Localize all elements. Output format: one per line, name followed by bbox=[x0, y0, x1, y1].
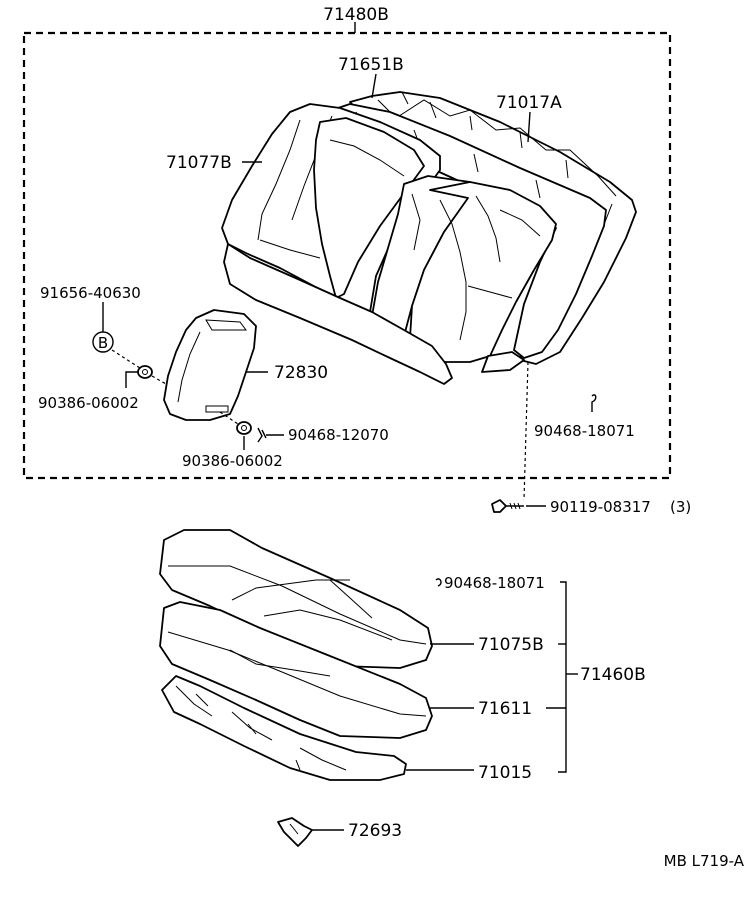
label-clip-back: 90468-18071 bbox=[534, 422, 635, 440]
nut-left-leader bbox=[125, 371, 138, 388]
cushion-cover-part bbox=[159, 529, 433, 669]
label-back-cover: 71077B bbox=[166, 153, 232, 173]
label-back-frame: 71017A bbox=[496, 93, 562, 113]
bolt-part bbox=[491, 499, 524, 513]
label-clip-symbol-code: 91656-40630 bbox=[40, 284, 141, 302]
clip-symbol-text: B bbox=[98, 334, 108, 352]
label-cushion-assembly: 71460B bbox=[580, 665, 646, 685]
label-bolt-qty: (3) bbox=[670, 498, 691, 516]
armrest-to-nut-dash bbox=[219, 411, 239, 425]
label-back-frame-cover: 71651B bbox=[338, 55, 404, 75]
clip-symbol-part: B bbox=[92, 331, 114, 353]
nut-bottom-part bbox=[236, 421, 252, 435]
cushion-pad-part bbox=[159, 601, 433, 739]
cushion-assembly-bracket bbox=[558, 581, 567, 773]
cushion-frame-part bbox=[161, 675, 407, 781]
label-cushion-pad: 71611 bbox=[478, 699, 532, 719]
back-assembly-boundary bbox=[22, 31, 672, 480]
label-hook: 72693 bbox=[348, 821, 402, 841]
label-clip-armrest: 90468-12070 bbox=[288, 426, 389, 444]
clip-cushion-part bbox=[435, 578, 442, 587]
label-clip-cushion: 90468-18071 bbox=[444, 574, 545, 592]
clip-armrest-part bbox=[257, 427, 267, 443]
hook-part bbox=[277, 817, 313, 847]
label-bolt: 90119-08317 bbox=[550, 498, 651, 516]
nut-left-part bbox=[137, 365, 153, 379]
label-cushion-cover: 71075B bbox=[478, 635, 544, 655]
label-armrest: 72830 bbox=[274, 363, 328, 383]
bolt-dash-line bbox=[523, 361, 529, 501]
label-nut-left: 90386-06002 bbox=[38, 394, 139, 412]
nut-to-armrest-dash bbox=[151, 375, 167, 385]
clip-back-part bbox=[591, 394, 597, 412]
armrest-part bbox=[163, 309, 257, 421]
clip-to-nut-dash bbox=[111, 349, 141, 369]
back-cover-part bbox=[221, 103, 557, 385]
back-frame-leader bbox=[527, 111, 531, 143]
label-cushion-frame: 71015 bbox=[478, 763, 532, 783]
back-frame-cover-leader bbox=[371, 73, 377, 99]
label-drawing-code: MB L719-A bbox=[664, 852, 745, 870]
label-nut-bottom: 90386-06002 bbox=[182, 452, 283, 470]
label-assembly-back: 71480B bbox=[323, 5, 389, 25]
